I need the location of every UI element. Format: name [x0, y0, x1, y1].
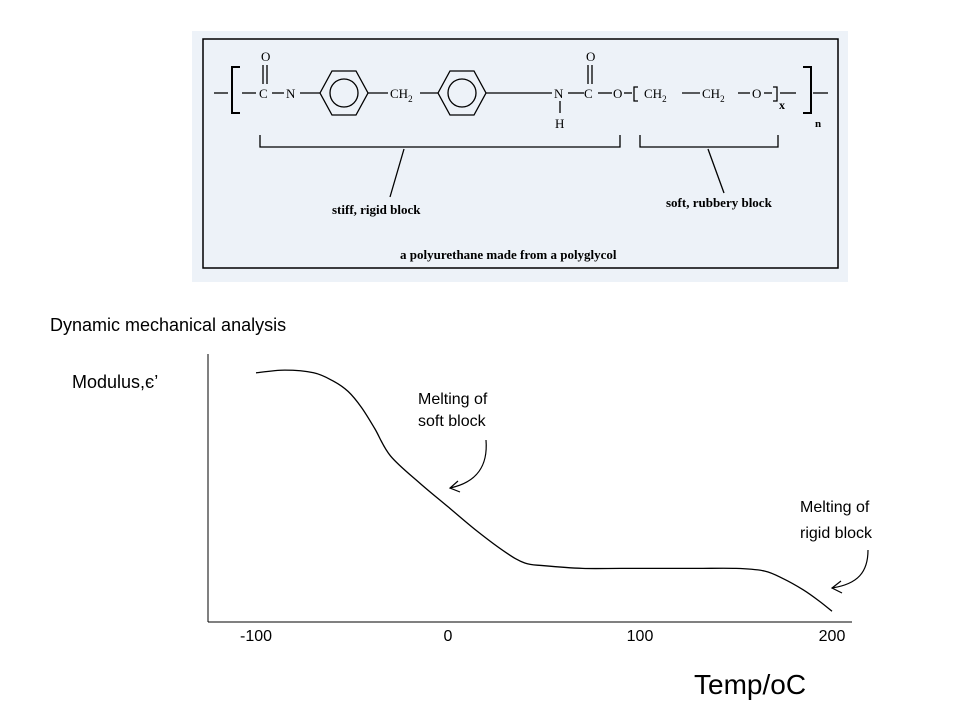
- atom-h: H: [555, 116, 564, 131]
- structure-caption: a polyurethane made from a polyglycol: [400, 247, 617, 262]
- modulus-curve: [255, 369, 833, 612]
- annotation-soft-line1: Melting of: [418, 391, 488, 408]
- annotation-rigid-line2: rigid block: [800, 525, 873, 542]
- benzene-ring-right-circle: [447, 78, 477, 108]
- x-tick-label: 0: [444, 628, 453, 645]
- structure-frame: [202, 38, 839, 269]
- benzene-ring-left-circle: [329, 78, 359, 108]
- annotation-rigid-line1: Melting of: [800, 499, 870, 516]
- structure-background: [192, 31, 848, 282]
- annotation-rigid-arrow: [831, 549, 869, 589]
- annotation-rigid-arrowhead: [830, 580, 843, 594]
- rigid-block-brace: [259, 135, 621, 148]
- annotation-soft-line2: soft block: [418, 413, 487, 430]
- chart-title: Dynamic mechanical analysis: [50, 315, 286, 335]
- atom-n: N: [286, 86, 296, 101]
- x-tick-label: -100: [240, 628, 272, 645]
- repeat-subscript-x: x: [779, 98, 785, 112]
- atom-c: C: [259, 86, 268, 101]
- rigid-block-pointer: [389, 148, 405, 198]
- annotation-soft-arrow: [449, 439, 487, 489]
- x-tick-label: 200: [819, 628, 846, 645]
- rigid-block-label: stiff, rigid block: [332, 202, 421, 217]
- soft-block-label: soft, rubbery block: [666, 195, 773, 210]
- atom-ch2: CH2: [702, 86, 725, 104]
- atom-o: O: [613, 86, 622, 101]
- atom-o: O: [752, 86, 761, 101]
- x-axis-label: Temp/oC: [694, 669, 806, 700]
- soft-block-brace: [639, 135, 779, 148]
- atom-ch2: CH2: [390, 86, 413, 104]
- atom-ch2: CH2: [644, 86, 667, 104]
- inner-left-bracket: [633, 86, 638, 102]
- atom-o: O: [586, 49, 595, 64]
- atom-n: N: [554, 86, 564, 101]
- inner-right-bracket: [773, 86, 778, 102]
- right-square-bracket: [803, 66, 812, 114]
- y-axis-label: Modulus,є’: [72, 372, 158, 392]
- annotation-soft-arrowhead: [448, 480, 461, 493]
- polyurethane-structure-panel: O C N CH2 N H O C O CH2 CH2 O x n stiff,…: [192, 31, 848, 282]
- repeat-subscript-n: n: [815, 118, 821, 130]
- atom-o: O: [261, 49, 270, 64]
- left-square-bracket: [231, 66, 240, 114]
- soft-block-pointer: [707, 148, 725, 194]
- atom-c: C: [584, 86, 593, 101]
- x-tick-label: 100: [627, 628, 654, 645]
